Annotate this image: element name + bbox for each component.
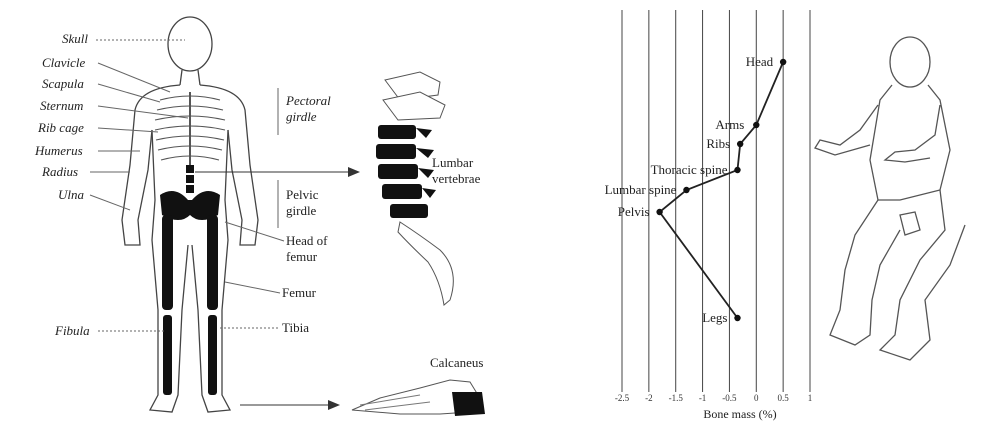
x-tick-label: -1.5 [669,393,684,403]
label-head-femur-1: Head of [286,233,328,248]
label-clavicle: Clavicle [42,55,86,70]
label-head-femur-2: femur [286,249,318,264]
lumbar-vertebrae-illustration: Lumbar vertebrae [376,71,481,306]
chart-grid [621,10,811,392]
arrow-to-foot [240,400,340,410]
label-femur: Femur [282,285,317,300]
rib-cage-lines [154,92,226,165]
spine-pelvis [160,165,220,220]
label-scapula: Scapula [42,76,84,91]
x-tick-label: -0.5 [722,393,737,403]
label-rib-cage: Rib cage [37,120,84,135]
x-tick-label: -2.5 [615,393,630,403]
data-point [656,208,663,216]
label-pelvic-1: Pelvic [286,187,319,202]
chart-svg: -2.5 -2 -1.5 -1 -0.5 0 0.5 1 HeadArmsRibsThorac… [605,10,812,421]
label-pelvic-2: girdle [286,203,317,218]
point-label: Head [746,54,774,69]
data-point [734,314,741,322]
data-point [734,166,741,174]
label-lumbar-2: vertebrae [432,171,481,186]
data-point [779,58,787,66]
label-sternum: Sternum [40,98,83,113]
skeleton-diagram: Skull Clavicle Scapula Sternum Rib cage … [34,16,485,416]
arrow-to-vertebrae [195,167,360,177]
label-radius: Radius [41,164,78,179]
x-tick-label: 0 [754,393,759,403]
label-fibula: Fibula [54,323,90,338]
point-label: Thoracic spine [651,162,728,177]
leg-bones [162,215,218,395]
point-label: Ribs [706,136,730,151]
foot-illustration: Calcaneus [351,355,485,416]
x-axis-label: Bone mass (%) [703,407,776,421]
label-tibia: Tibia [282,320,309,335]
right-labels: Pectoral girdle Pelvic girdle Head of fe… [220,88,331,335]
point-label: Pelvis [618,204,650,219]
human-body-outline [121,16,259,413]
seated-figure-illustration [800,0,1000,437]
x-tick-label: -1 [699,393,707,403]
label-pectoral-2: girdle [286,109,317,124]
label-calcaneus: Calcaneus [430,355,483,370]
figure-svg [814,36,966,361]
data-point [753,121,760,129]
label-pectoral-1: Pectoral [285,93,331,108]
series-line [658,61,784,319]
label-lumbar-1: Lumbar [432,155,474,170]
x-tick-label: 0.5 [778,393,790,403]
skeleton-svg: Skull Clavicle Scapula Sternum Rib cage … [34,16,485,416]
label-humerus: Humerus [34,143,83,158]
x-tick-label: 1 [808,393,813,403]
data-point [683,186,690,194]
left-labels: Skull Clavicle Scapula Sternum Rib cage … [34,31,189,338]
chart-x-ticks: -2.5 -2 -1.5 -1 -0.5 0 0.5 1 [615,393,812,403]
x-tick-label: -2 [645,393,653,403]
chart-points [656,58,787,322]
point-label: Legs [702,310,727,325]
point-label: Arms [715,117,744,132]
point-label: Lumbar spine [605,182,677,197]
label-ulna: Ulna [58,187,85,202]
label-skull: Skull [62,31,88,46]
data-point [736,140,744,148]
